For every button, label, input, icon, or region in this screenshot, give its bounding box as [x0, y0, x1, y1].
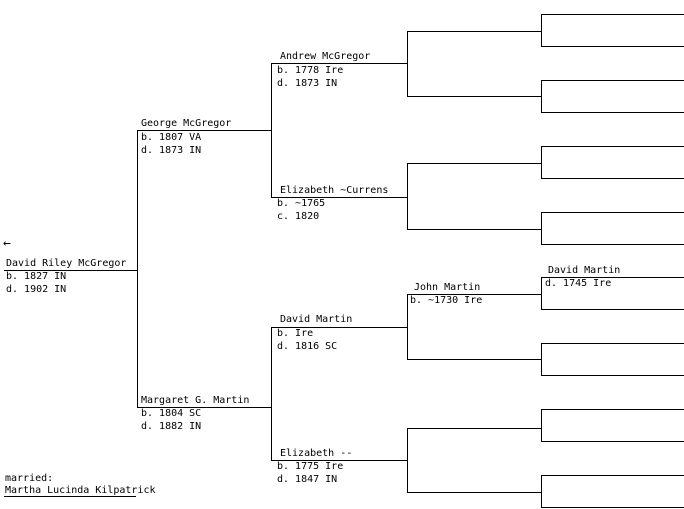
father-birth: b. 1807 VA	[141, 132, 202, 143]
mat-grandfather-name[interactable]: David Martin	[280, 314, 353, 325]
ggf-john-martin-name[interactable]: John Martin	[414, 282, 481, 293]
pat-grandfather-birth: b. 1778 Ire	[277, 65, 344, 76]
root-birth: b. 1827 IN	[6, 271, 67, 282]
pat-grandmother-birth: b. ~1765	[277, 198, 326, 209]
pat-grandfather-name[interactable]: Andrew McGregor	[280, 51, 371, 62]
pat-grandfather-death: d. 1873 IN	[277, 78, 338, 89]
back-arrow-icon[interactable]: ←	[3, 236, 11, 251]
pat-grandmother-name[interactable]: Elizabeth ~Currens	[280, 185, 389, 196]
mother-name[interactable]: Margaret G. Martin	[141, 395, 250, 406]
mother-birth: b. 1804 SC	[141, 408, 202, 419]
mother-death: d. 1882 IN	[141, 421, 202, 432]
mat-grandmother-birth: b. 1775 Ire	[277, 461, 344, 472]
married-label: married:	[5, 473, 54, 484]
mat-grandmother-death: d. 1847 IN	[277, 474, 338, 485]
mat-grandfather-death: d. 1816 SC	[277, 341, 338, 352]
gggf-david-martin-name[interactable]: David Martin	[548, 265, 621, 276]
ggf-john-martin-birth: b. ~1730 Ire	[410, 295, 483, 306]
pat-grandmother-christening: c. 1820	[277, 211, 320, 222]
root-death: d. 1902 IN	[6, 284, 67, 295]
spouse-name[interactable]: Martha Lucinda Kilpatrick	[5, 485, 156, 496]
root-name[interactable]: David Riley McGregor	[6, 258, 127, 269]
father-name[interactable]: George McGregor	[141, 118, 232, 129]
mat-grandfather-birth: b. Ire	[277, 328, 314, 339]
gggf-david-martin-death: d. 1745 Ire	[545, 278, 612, 289]
mat-grandmother-name[interactable]: Elizabeth --	[280, 448, 353, 459]
father-death: d. 1873 IN	[141, 145, 202, 156]
